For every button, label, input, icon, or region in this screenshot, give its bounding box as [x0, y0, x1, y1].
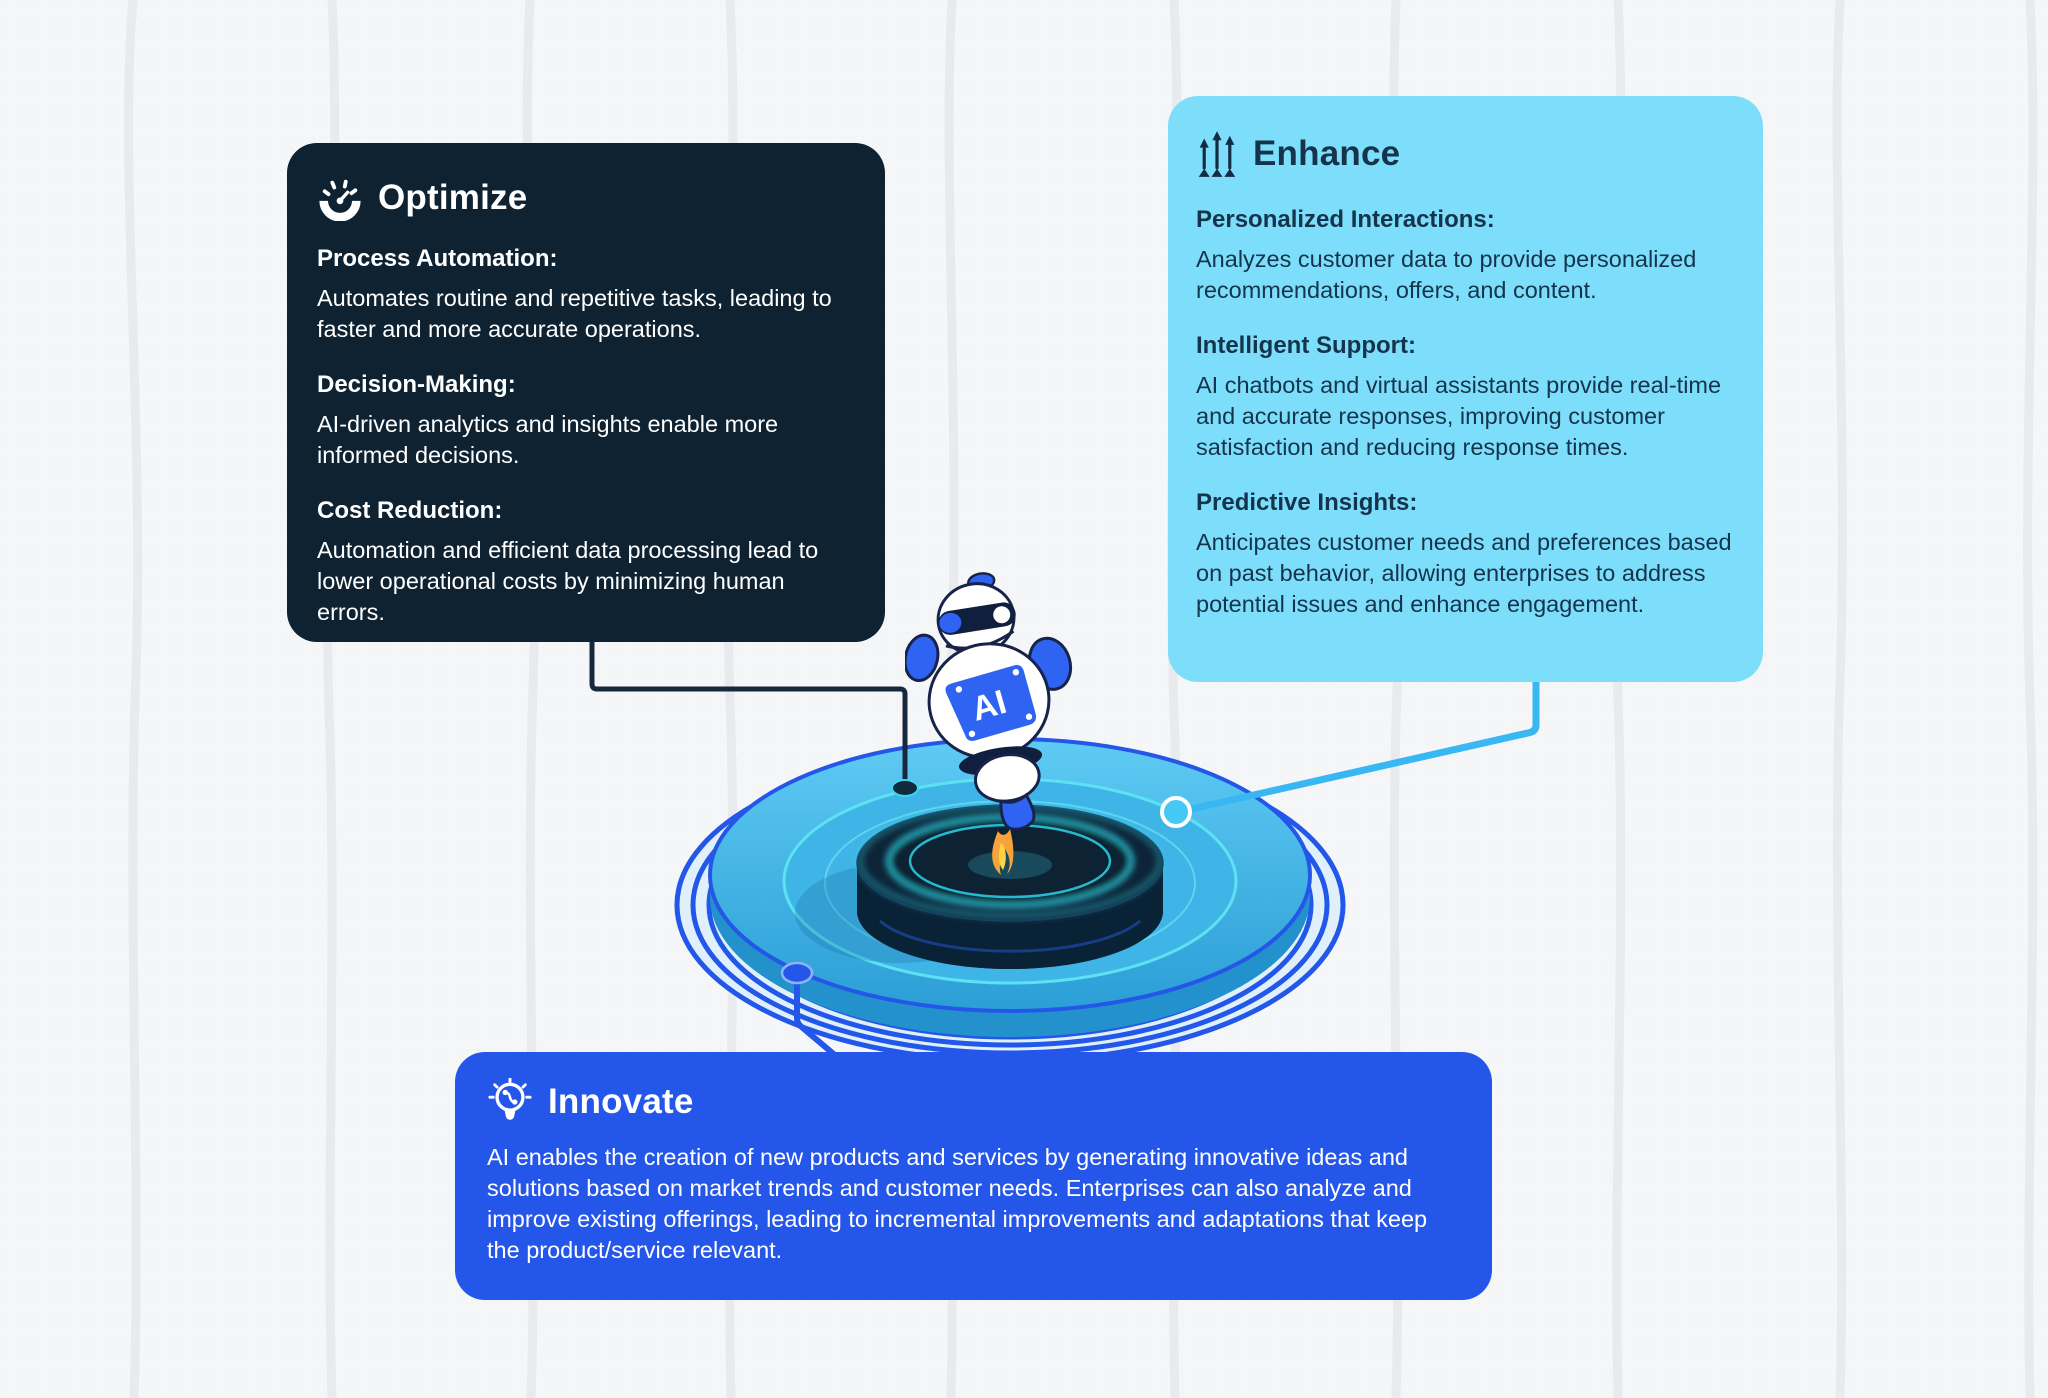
- ai-robot-illustration: AI: [905, 572, 1073, 875]
- enhance-section: Personalized Interactions: Analyzes cust…: [1196, 204, 1735, 306]
- robot-flame-core: [998, 843, 1006, 870]
- lightbulb-gear-icon: [488, 1078, 532, 1120]
- robot-eye: [993, 606, 1011, 624]
- section-heading: Predictive Insights:: [1196, 489, 1418, 516]
- optimize-section: Cost Reduction: Automation and efficient…: [317, 495, 855, 628]
- robot-arm-left: [905, 633, 940, 683]
- section-heading: Personalized Interactions:: [1196, 206, 1495, 233]
- robot-lower-body: [973, 753, 1041, 803]
- growth-arrows-icon: [1198, 131, 1236, 177]
- innovate-title: Innovate: [548, 1082, 694, 1121]
- section-body: Automates routine and repetitive tasks, …: [317, 285, 832, 342]
- section-body: AI-driven analytics and insights enable …: [317, 411, 779, 468]
- optimize-section: Process Automation: Automates routine an…: [317, 243, 855, 345]
- enhance-title: Enhance: [1253, 134, 1401, 173]
- robot-chest-panel: [945, 664, 1037, 741]
- enhance-section: Predictive Insights: Anticipates custome…: [1196, 487, 1735, 620]
- card-enhance: Enhance Personalized Interactions: Analy…: [1168, 96, 1763, 682]
- optimize-section: Decision-Making: AI-driven analytics and…: [317, 369, 855, 471]
- connector-innovate-line: [794, 980, 838, 1059]
- enhance-title-row: Enhance: [1196, 130, 1735, 178]
- section-body: Anticipates customer needs and preferenc…: [1196, 529, 1732, 617]
- connector-optimize-line: [589, 642, 908, 782]
- section-heading: Cost Reduction:: [317, 497, 503, 524]
- connector-enhance-line: [1182, 682, 1540, 815]
- card-optimize: Optimize Process Automation: Automates r…: [287, 143, 885, 642]
- section-body: Automation and efficient data processing…: [317, 537, 819, 625]
- platform-dark-puck: [856, 803, 1164, 969]
- innovate-title-row: Innovate: [487, 1078, 1460, 1126]
- card-innovate: Innovate AI enables the creation of new …: [455, 1052, 1492, 1300]
- section-heading: Decision-Making:: [317, 371, 516, 398]
- section-body: Analyzes customer data to provide person…: [1196, 246, 1697, 303]
- robot-visor-panel: [939, 612, 962, 633]
- section-heading: Intelligent Support:: [1196, 332, 1416, 359]
- connector-enhance-dot: [1160, 796, 1192, 828]
- section-body: AI chatbots and virtual assistants provi…: [1196, 372, 1722, 460]
- connector-optimize-dot: [891, 779, 919, 797]
- innovate-body: AI enables the creation of new products …: [487, 1144, 1428, 1263]
- optimize-title-row: Optimize: [317, 175, 855, 221]
- enhance-section: Intelligent Support: AI chatbots and vir…: [1196, 330, 1735, 463]
- section-heading: Process Automation:: [317, 245, 558, 272]
- gauge-icon: [319, 179, 361, 221]
- robot-chest-rivets: [955, 669, 1033, 738]
- optimize-title: Optimize: [378, 178, 528, 217]
- robot-thruster: [999, 792, 1036, 831]
- connector-innovate-dot: [780, 961, 814, 985]
